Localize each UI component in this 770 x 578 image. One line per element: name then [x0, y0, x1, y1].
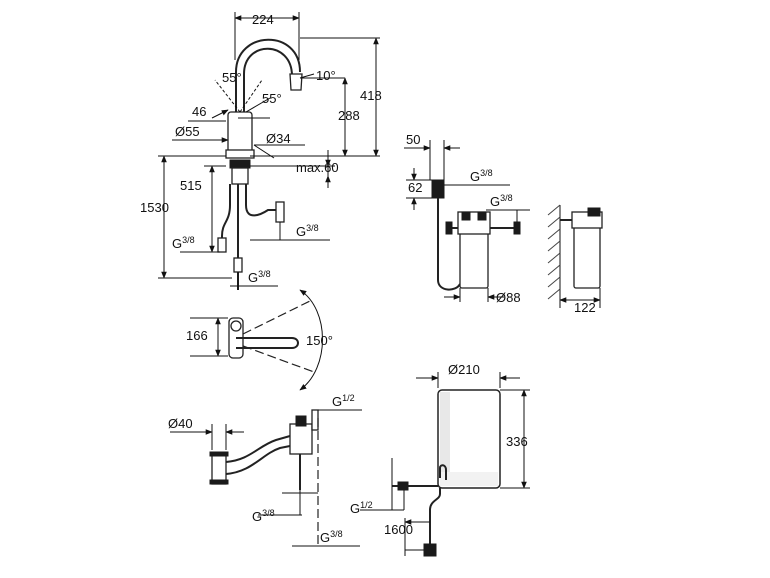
faucet-dim-lever-offset: 46 [192, 104, 206, 119]
valve-thread-mid: G3/8 [252, 508, 275, 524]
boiler-drawing: Ø210 336 G1/2 1600 [350, 362, 530, 557]
faucet-dim-hose-515: 515 [180, 178, 202, 193]
filter-dim-dia: Ø88 [496, 290, 521, 305]
faucet-dim-angle-top: 55° [222, 70, 242, 85]
filter-side-view [573, 225, 601, 289]
valve-dim-pipe-dia: Ø40 [168, 416, 193, 431]
filter-dim-wall-depth: 122 [574, 300, 596, 315]
valve-thread-top: G1/2 [332, 393, 355, 409]
faucet-dim-width: 224 [252, 12, 274, 27]
boiler-thread-inlet: G1/2 [350, 500, 373, 516]
filter-thread-mid: G3/8 [490, 193, 513, 209]
faucet-dim-deck-max: max.60 [296, 160, 339, 175]
valve-drawing: Ø40 G1/2 G3/8 G3/8 [168, 393, 362, 548]
faucet-thread-bottom: G3/8 [248, 269, 271, 285]
faucet-dim-hose-1530: 1530 [140, 200, 169, 215]
faucet-dim-hole-dia: Ø34 [266, 131, 291, 146]
faucet-dim-height-total: 418 [360, 88, 382, 103]
faucet-dim-angle-spout: 10° [316, 68, 336, 83]
boiler-dim-dia: Ø210 [448, 362, 480, 377]
boiler-cable [429, 488, 441, 548]
faucet-dim-body-dia: Ø55 [175, 124, 200, 139]
filter-dim-head-height: 62 [408, 180, 422, 195]
filter-drawing: 50 62 G3/8 G3/8 Ø88 [404, 132, 603, 315]
filter-cartridge [459, 231, 489, 289]
faucet-hoses [221, 184, 231, 250]
swivel-dim-offset: 166 [186, 328, 208, 343]
faucet-drawing: 224 418 288 55° 10° 55° 46 Ø55 Ø34 max.6… [140, 12, 382, 290]
boiler-dim-height: 336 [506, 434, 528, 449]
boiler-tank [437, 389, 501, 489]
faucet-thread-left: G3/8 [172, 235, 195, 251]
faucet-thread-right: G3/8 [296, 223, 319, 239]
faucet-dim-angle-lever: 55° [262, 91, 282, 106]
filter-thread-top: G3/8 [470, 168, 493, 184]
valve-thread-bottom: G3/8 [320, 529, 343, 545]
boiler-dim-cable: 1600 [384, 522, 413, 537]
filter-dim-top-offset: 50 [406, 132, 420, 147]
swivel-spout [236, 337, 299, 349]
swivel-dim-angle: 150° [306, 333, 333, 348]
valve-hose [225, 435, 291, 463]
faucet-dim-height-spout: 288 [338, 108, 360, 123]
faucet-spout [235, 38, 301, 118]
swivel-drawing: 150° 166 [186, 289, 333, 391]
